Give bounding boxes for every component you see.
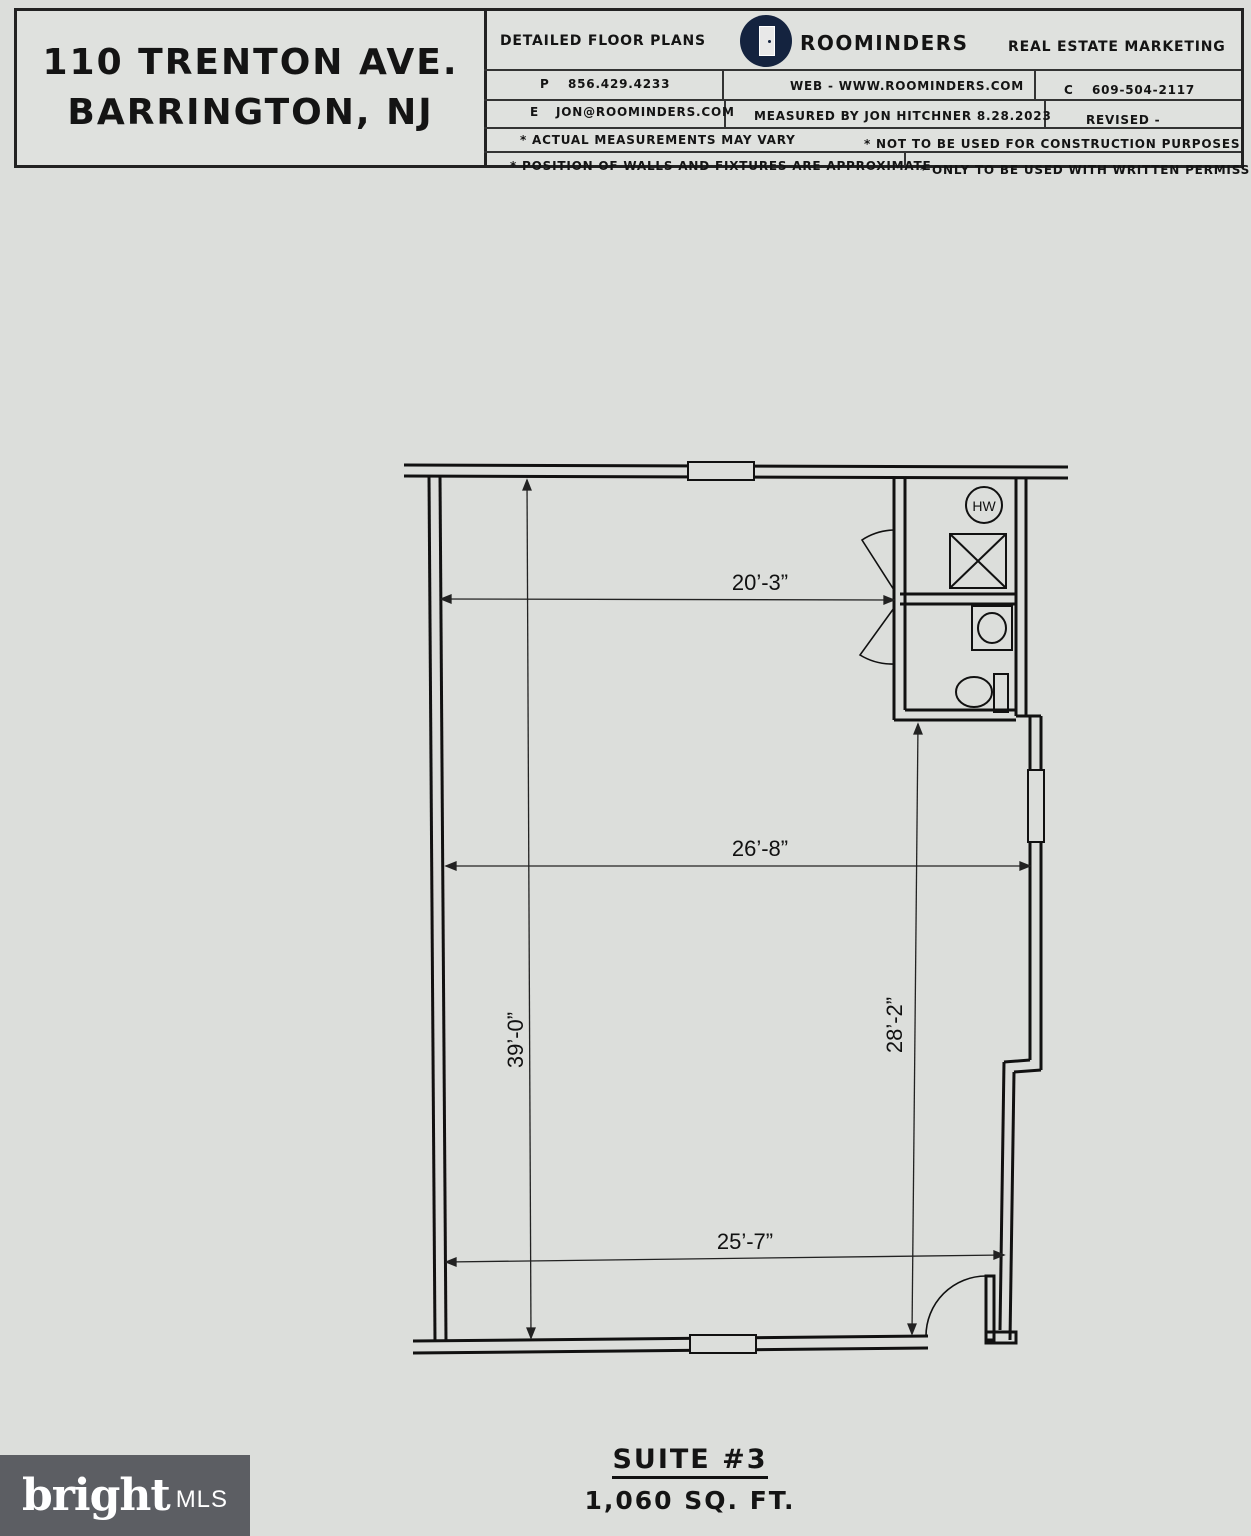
windows	[687, 461, 1045, 1354]
note-positions: * POSITION OF WALLS AND FIXTURES ARE APP…	[510, 159, 932, 173]
phone-number: 856.429.4233	[568, 77, 671, 91]
dimension-lines	[439, 478, 1032, 1340]
walls	[403, 463, 1069, 1355]
website: WEB - WWW.ROOMINDERS.COM	[790, 79, 1025, 93]
fixtures	[949, 486, 1013, 713]
note-construction: * NOT TO BE USED FOR CONSTRUCTION PURPOS…	[864, 137, 1241, 151]
doors	[858, 529, 987, 1337]
bathroom-door	[858, 607, 895, 665]
suite-name: SUITE #3	[0, 1444, 1251, 1479]
cell-number: 609-504-2117	[1092, 83, 1196, 97]
door-logo-icon	[740, 15, 792, 67]
company-info-grid: DETAILED FLOOR PLANS ROOMINDERS REAL EST…	[484, 11, 1251, 177]
suite-name-text: SUITE #3	[612, 1444, 768, 1479]
bottom-window	[689, 1334, 757, 1354]
closet-door	[860, 529, 895, 591]
measured-by: MEASURED BY JON HITCHNER 8.28.2023	[754, 109, 1052, 123]
note-permission: * ONLY TO BE USED WITH WRITTEN PERMISSIO…	[920, 163, 1251, 177]
title-block: 110 TRENTON AVE. BARRINGTON, NJ DETAILED…	[14, 8, 1251, 177]
address-line-1: 110 TRENTON AVE.	[42, 42, 459, 83]
phone-label: P	[540, 77, 550, 91]
shower-icon	[949, 533, 1007, 589]
brand-name: ROOMINDERS	[800, 31, 969, 55]
dimension-left-length: 39’-0”	[503, 1012, 528, 1068]
suite-area: 1,060 SQ. FT.	[584, 1486, 796, 1515]
dimension-top-width: 20’-3”	[732, 570, 788, 595]
dimension-bottom-width: 25’-7”	[717, 1229, 773, 1254]
brand-tagline: REAL ESTATE MARKETING	[1008, 39, 1226, 55]
service-label: DETAILED FLOOR PLANS	[500, 33, 706, 49]
revised-label: REVISED -	[1086, 113, 1161, 127]
note-measurements: * ACTUAL MEASUREMENTS MAY VARY	[520, 133, 796, 147]
dimension-right-length: 28’-2”	[882, 997, 907, 1053]
entry-door-swing	[925, 1275, 987, 1337]
email-label: E	[530, 105, 539, 119]
hw-label: HW	[972, 498, 996, 514]
cell-label: C	[1064, 83, 1074, 97]
watermark-suffix: MLS	[175, 1485, 229, 1513]
address-panel: 110 TRENTON AVE. BARRINGTON, NJ	[17, 11, 487, 165]
toilet-icon	[955, 676, 993, 708]
dimension-mid-width: 26’-8”	[732, 836, 788, 861]
address-line-2: BARRINGTON, NJ	[67, 92, 434, 133]
water-heater-icon	[965, 486, 1003, 524]
sink-icon	[971, 605, 1013, 651]
email-address: JON@ROOMINDERS.COM	[556, 105, 735, 119]
top-window	[687, 461, 755, 481]
watermark-brand: bright	[21, 1470, 171, 1521]
watermark-logo: bright MLS	[0, 1455, 250, 1536]
side-window	[1027, 769, 1045, 843]
